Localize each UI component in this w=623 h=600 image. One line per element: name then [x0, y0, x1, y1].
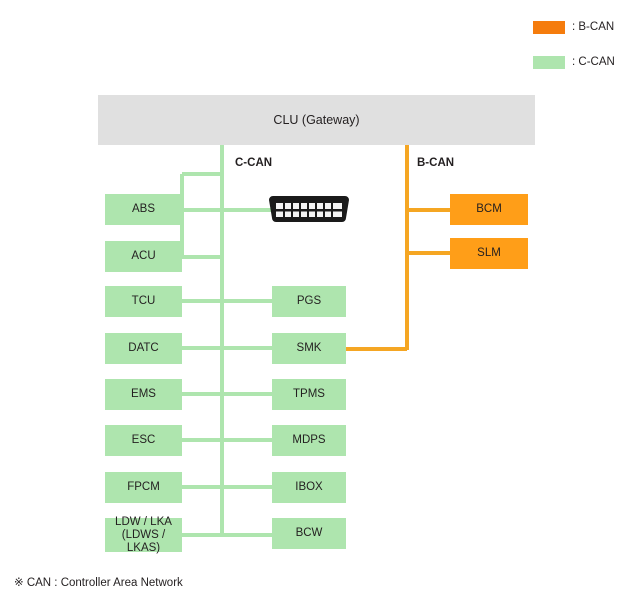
node-esc[interactable]: ESC	[105, 425, 182, 456]
obd-connector-icon	[269, 196, 349, 222]
node-label: ESC	[131, 434, 156, 446]
node-fpcm[interactable]: FPCM	[105, 472, 182, 503]
bus-label-b-can: B-CAN	[417, 157, 455, 169]
legend-item-b-can: : B-CAN	[533, 20, 623, 34]
node-label: TPMS	[293, 388, 325, 400]
node-ldw-lka[interactable]: LDW / LKA(LDWS / LKAS)	[105, 515, 182, 554]
node-ibox[interactable]: IBOX	[272, 472, 346, 503]
legend-swatch-c-can	[533, 55, 565, 69]
node-label: TCU	[131, 295, 156, 307]
node-label: ACU	[131, 250, 156, 262]
node-label: FPCM	[127, 481, 160, 493]
node-smk[interactable]: SMK	[272, 333, 346, 364]
node-label: SLM	[477, 247, 501, 259]
node-label: SMK	[296, 342, 322, 354]
footnote: ※ CAN : Controller Area Network	[14, 577, 183, 589]
legend-label-c-can: : C-CAN	[572, 55, 615, 68]
legend-item-c-can: : C-CAN	[533, 55, 623, 69]
node-label: ABS	[131, 203, 155, 215]
node-slm[interactable]: SLM	[450, 238, 528, 269]
node-bcm[interactable]: BCM	[450, 194, 528, 225]
node-pgs[interactable]: PGS	[272, 286, 346, 317]
node-mdps[interactable]: MDPS	[272, 425, 346, 456]
node-label: EMS	[131, 388, 156, 400]
node-label: MDPS	[292, 434, 326, 446]
node-label: DATC	[128, 342, 159, 354]
node-label: BCW	[295, 527, 323, 539]
node-datc[interactable]: DATC	[105, 333, 182, 364]
node-tpms[interactable]: TPMS	[272, 379, 346, 410]
clu-gateway-title: CLU (Gateway)	[273, 113, 360, 127]
node-acu[interactable]: ACU	[105, 241, 182, 272]
legend-label-b-can: : B-CAN	[572, 20, 615, 33]
clu-gateway-header: CLU (Gateway)	[98, 95, 535, 145]
bus-label-c-can: C-CAN	[235, 157, 273, 169]
node-abs[interactable]: ABS	[105, 194, 182, 225]
node-label: LDW / LKA(LDWS / LKAS)	[115, 515, 172, 554]
node-label: IBOX	[295, 481, 323, 493]
legend-swatch-b-can	[533, 20, 565, 34]
node-label: BCM	[476, 203, 502, 215]
node-tcu[interactable]: TCU	[105, 286, 182, 317]
node-bcw[interactable]: BCW	[272, 518, 346, 549]
node-label: PGS	[296, 295, 322, 307]
node-ems[interactable]: EMS	[105, 379, 182, 410]
legend: : B-CAN : C-CAN	[533, 20, 623, 90]
